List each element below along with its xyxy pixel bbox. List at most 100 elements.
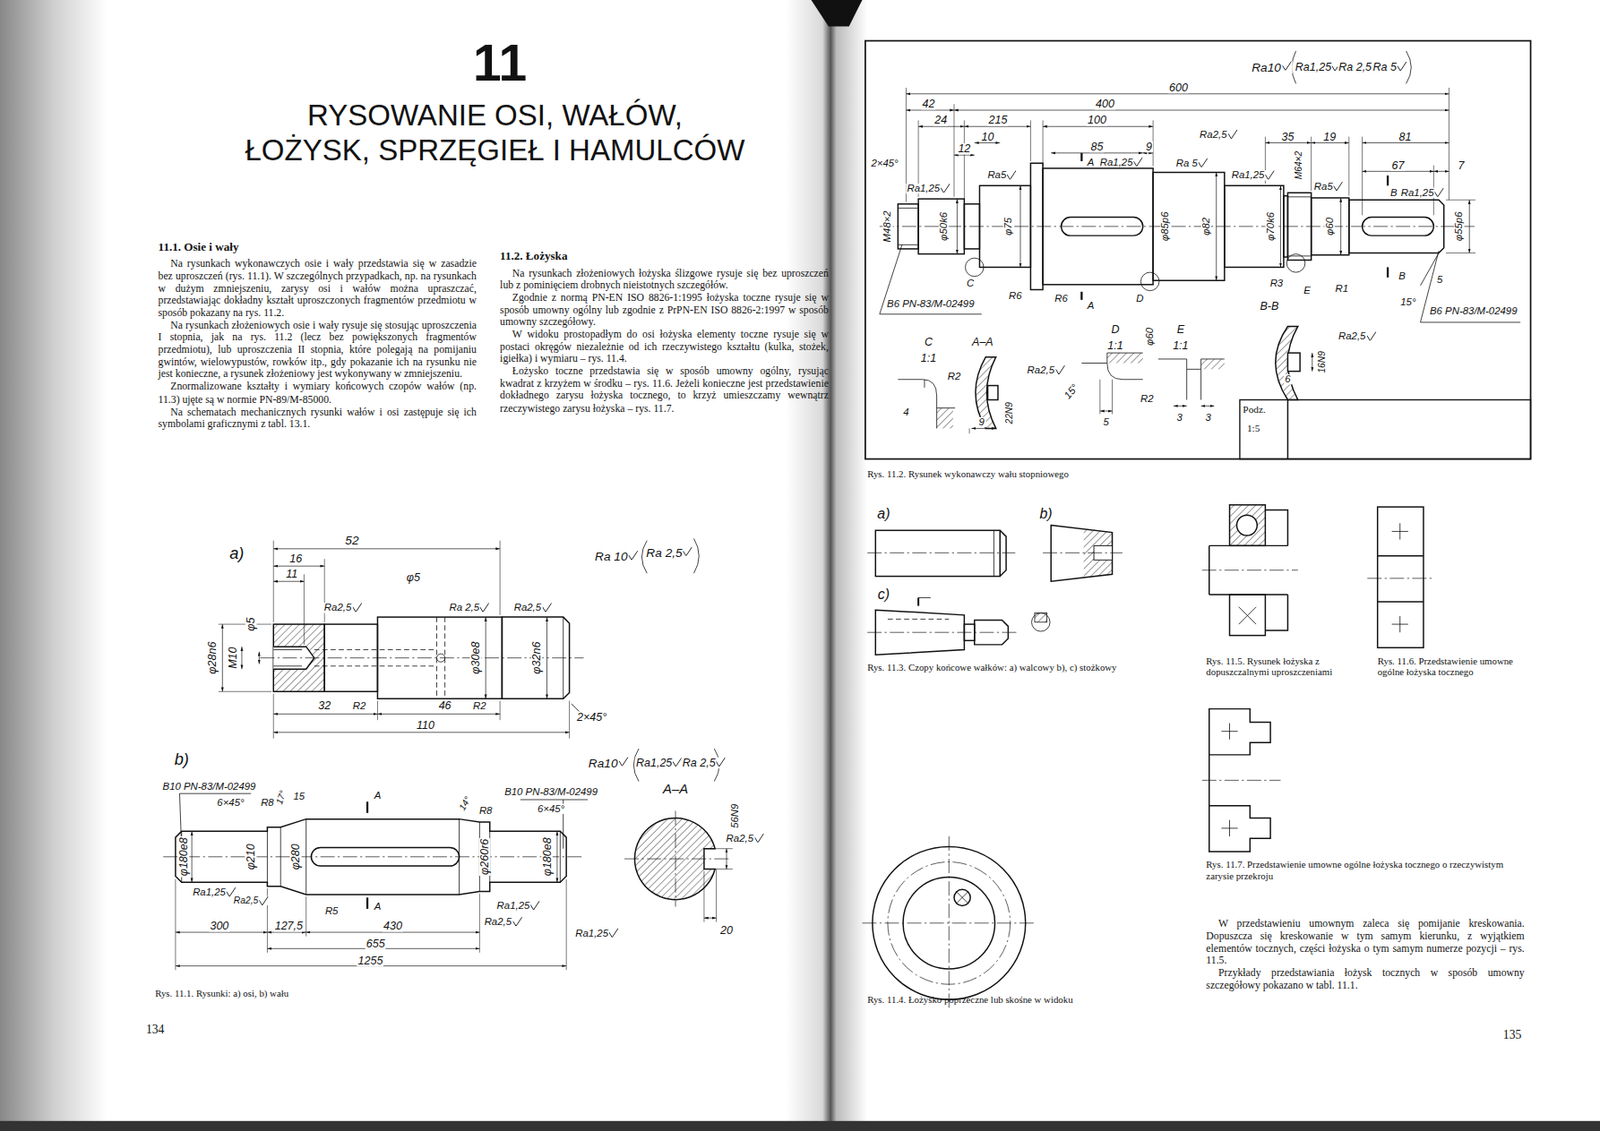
roughness-tick (1198, 158, 1208, 168)
drawing-element (1311, 142, 1350, 144)
drawing-element (314, 665, 438, 667)
section-heading: 11.2. Łożyska (499, 249, 829, 263)
surface-roughness: Ra 5 (1175, 158, 1210, 169)
drawing-element (993, 530, 995, 577)
drawing-element (1311, 352, 1313, 372)
roughness-tick (1281, 60, 1291, 70)
surface-roughness: Ra10 (1250, 60, 1292, 74)
drawing-element (704, 918, 717, 920)
dimension-label: C (923, 335, 934, 348)
body-text: Na rysunkach złożeniowych łożyska ślizgo… (499, 266, 829, 292)
drawing-element (1083, 528, 1113, 579)
surface-roughness: Ra1,25 (635, 757, 684, 770)
drawing-element (377, 713, 500, 715)
dimension-label: 6×45° (536, 804, 566, 815)
drawing-element (963, 126, 1031, 128)
roughness-tick (530, 901, 540, 911)
roughness-symbol (512, 917, 522, 927)
drawing-element (905, 93, 1449, 95)
drawing-element (1287, 399, 1289, 459)
drawing-element (974, 142, 1000, 144)
body-text: Znormalizowane kształty i wymiary końcow… (158, 380, 477, 405)
drawing-element (1287, 352, 1300, 372)
dimension-label: C (965, 278, 976, 289)
dimension-label: φ60 (1324, 216, 1334, 237)
dimension-label: 19 (1322, 130, 1337, 143)
dimension-label: A (373, 791, 383, 801)
drawing-element (1100, 411, 1113, 413)
dimension-label: D (1109, 324, 1120, 336)
drawing-element (879, 225, 1475, 227)
drawing-element (703, 871, 705, 923)
drawing-element (1173, 405, 1188, 407)
dimension-label: φ5 (405, 571, 422, 584)
dimension-label: B6 PN-83/M-02499 (886, 299, 976, 310)
drawing-element (956, 198, 958, 255)
roughness-tick (258, 896, 268, 906)
drawing-element (1111, 379, 1113, 415)
surface-roughness: Ra1,25 (1294, 61, 1343, 74)
dimension-label: φ50k6 (938, 211, 949, 242)
dimension-label: A (1086, 301, 1096, 311)
surface-roughness: Ra2,5 (1198, 129, 1239, 140)
drawing-element (963, 120, 965, 202)
caption: Rys. 11.7. Przedstawienie umowne ogólne … (1205, 860, 1524, 883)
roughness-symbol (1281, 60, 1291, 70)
drawing-element (266, 932, 306, 934)
drawing-element (1361, 137, 1363, 216)
dimension-label: R2 (472, 701, 488, 712)
drawing-element (1286, 254, 1306, 274)
stepped-shaft-drawing (865, 41, 1532, 460)
body-text: W przedstawieniu umownym zaleca się pomi… (1205, 918, 1524, 968)
drawing-element (715, 868, 717, 922)
roughness-tick (683, 547, 693, 557)
chapter-title: RYSOWANIE OSI, WAŁÓW, ŁOŻYSK, SPRZĘGIEŁ … (189, 97, 801, 168)
dimension-label: φ82 (1201, 216, 1212, 237)
drawing-element (305, 896, 307, 937)
drawing-element (191, 831, 193, 883)
dimension-label: 85 (1089, 141, 1104, 154)
drawing-element (705, 868, 733, 870)
drawing-element (218, 691, 272, 693)
drawing-element (953, 103, 955, 198)
dimension-label: 3 (1175, 412, 1184, 423)
drawing-element (1050, 525, 1112, 583)
surface-roughness: Ra2,5 (232, 896, 270, 906)
drawing-element (258, 652, 260, 665)
drawing-element (273, 548, 500, 550)
drawing-element (1445, 252, 1476, 254)
text-column: 11.2. Łożyska Na rysunkach złożeniowych ł… (499, 249, 829, 415)
surface-roughness: Ra2,5 (323, 602, 363, 613)
drawing-element (273, 694, 275, 740)
dimension-label: φ180e8 (178, 836, 190, 878)
drawing-element (955, 892, 969, 905)
drawing-element (366, 897, 369, 910)
drawing-element (1420, 321, 1522, 323)
drawing-element (1239, 399, 1532, 459)
dimension-label: 20 (719, 925, 734, 938)
drawing-element (918, 126, 964, 128)
drawing-element (867, 552, 1016, 554)
roughness-symbol (541, 602, 551, 612)
dimension-label: 1:1 (920, 352, 938, 365)
dimension-label: E (1176, 324, 1187, 336)
drawing-element (163, 856, 584, 858)
dimension-label: b) (173, 751, 190, 768)
drawing-element (1264, 142, 1311, 144)
dimension-label: B-B (1258, 300, 1280, 312)
drawing-element (937, 408, 954, 430)
dimension-label: φ260r6 (479, 838, 491, 878)
dimension-label: 15° (1399, 296, 1418, 307)
dimension-label: 9 (977, 417, 986, 428)
dimension-label: 11 (284, 568, 299, 581)
drawing-element (1230, 594, 1266, 637)
drawing-element (1238, 607, 1256, 625)
surface-roughness: Ra1,25 (1230, 170, 1276, 181)
roughness-symbol (1228, 129, 1238, 139)
caption: Rys. 11.2. Rysunek wykonawczy wału stopn… (867, 469, 1276, 481)
dimension-label: 16 (288, 553, 303, 566)
surface-roughness: Ra1,25 (905, 183, 951, 194)
drawing-element (905, 110, 955, 112)
drawing-element (314, 649, 438, 651)
roughness-symbol (1134, 156, 1144, 166)
